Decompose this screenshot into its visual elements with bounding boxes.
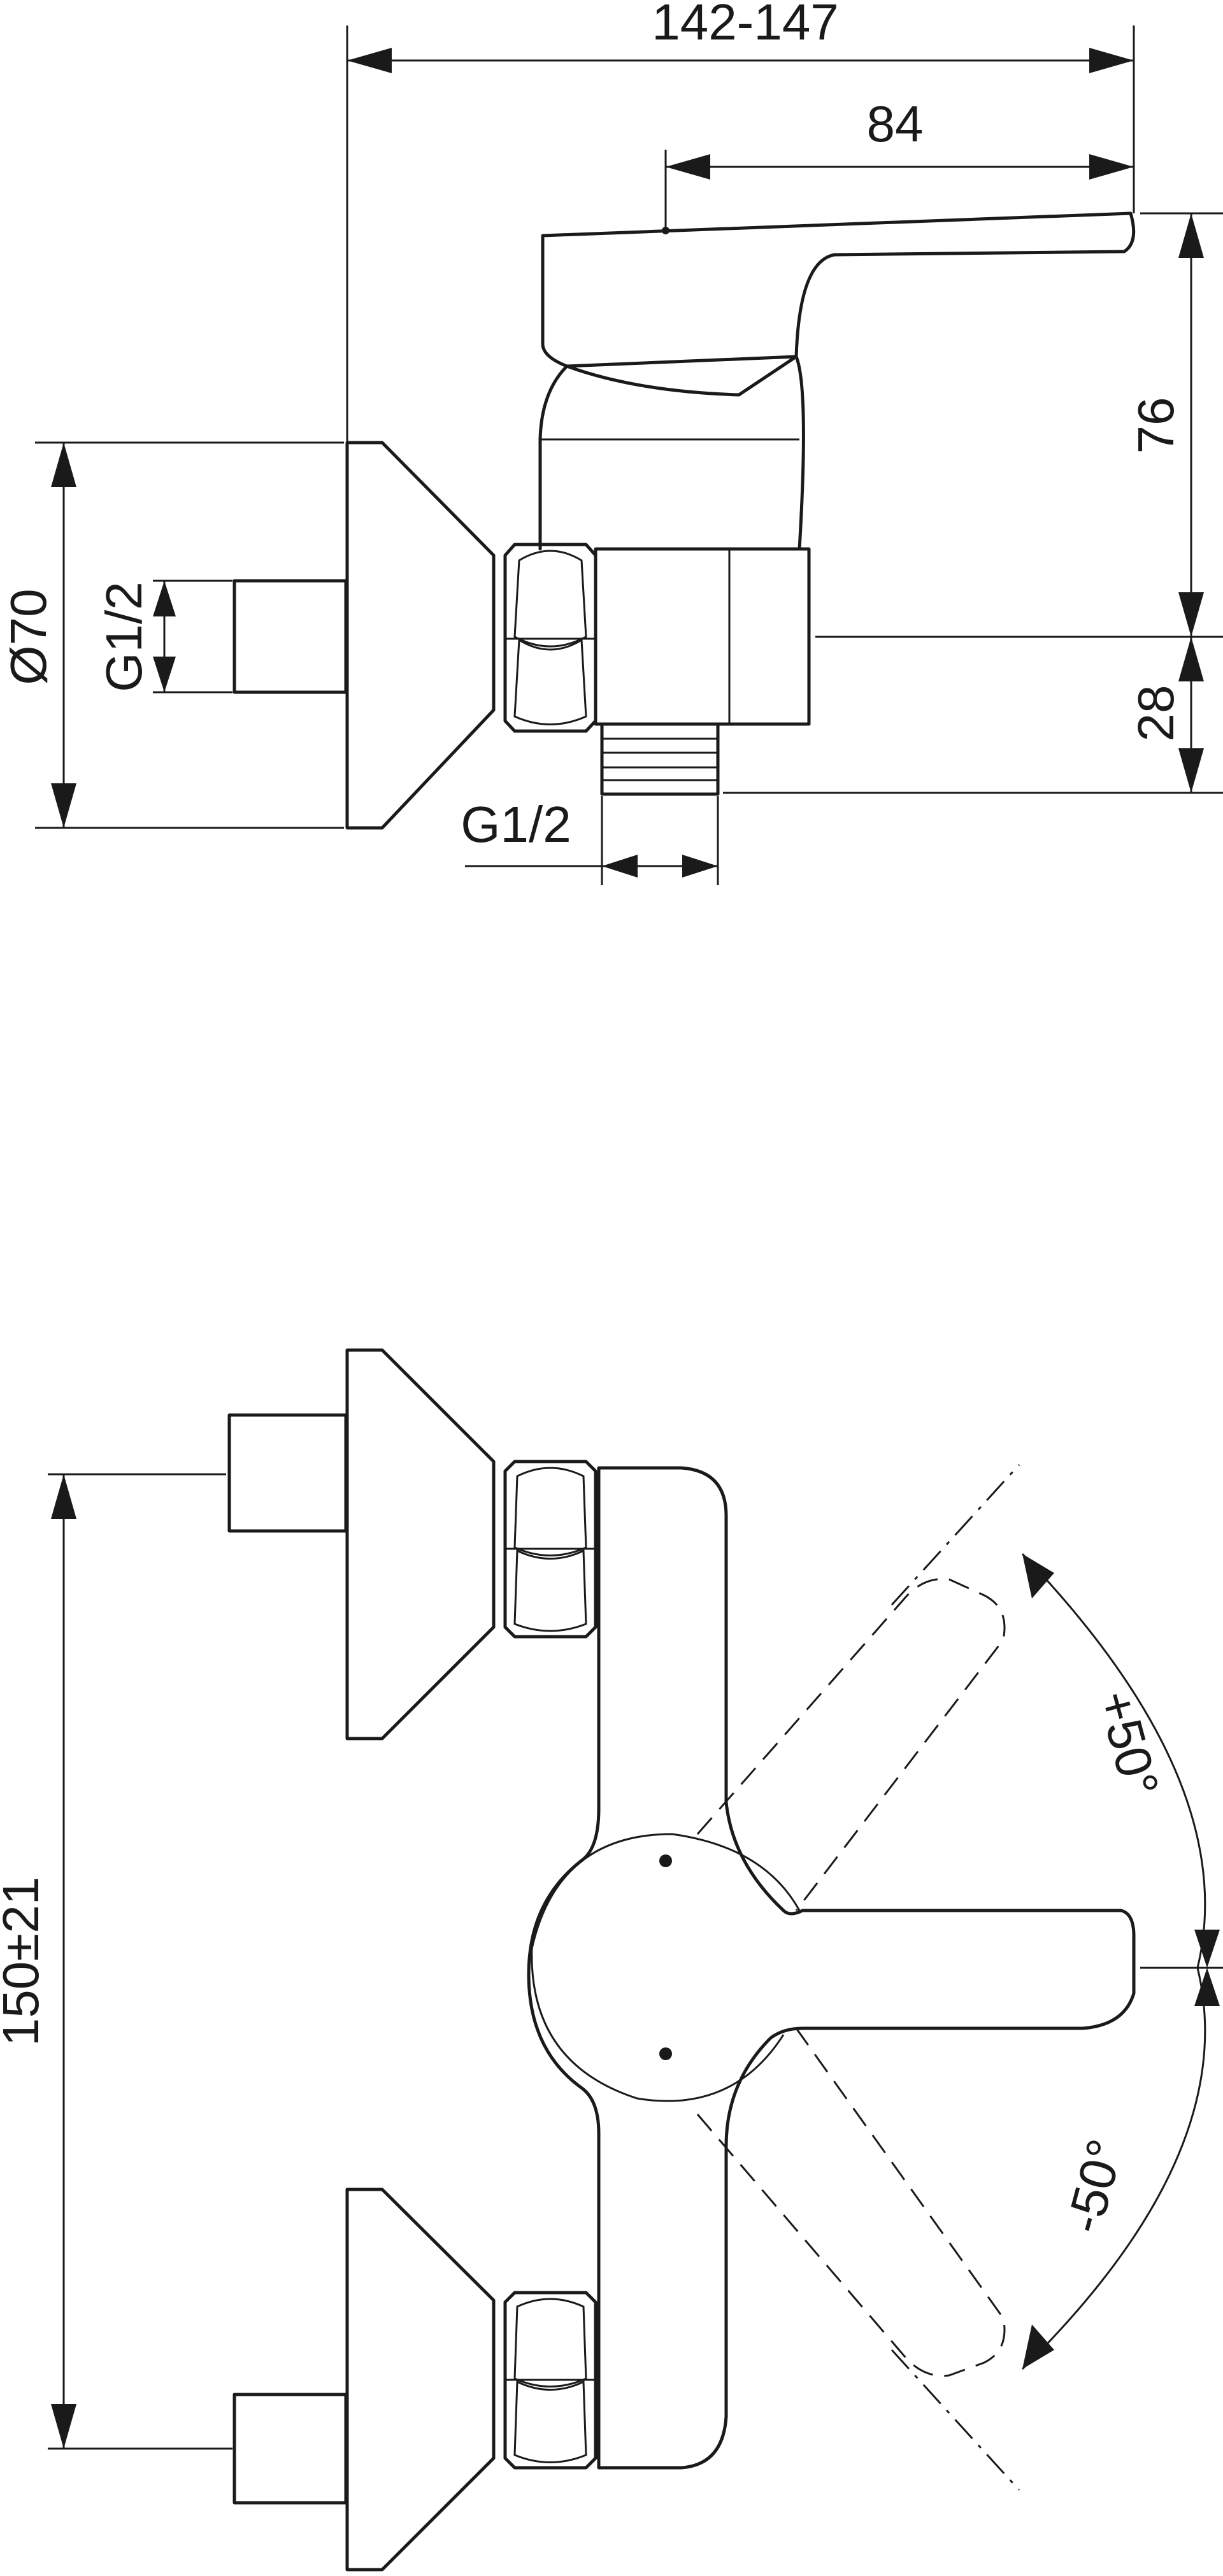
lever-position-down (696, 2028, 1006, 2377)
angle-arc (1021, 1553, 1206, 2370)
dim-outlet-thread: G1/2 (461, 796, 571, 853)
front-view: +50° -50° 150±21 (0, 1348, 1223, 2572)
angle-up-label: +50° (1087, 1684, 1169, 1802)
dim-height-top: 76 (1127, 397, 1184, 454)
front-inlet-pipe-bottom (232, 2393, 348, 2505)
side-inlet-pipe (232, 579, 348, 694)
side-mixer-body (594, 547, 811, 726)
dim-height-bottom: 28 (1127, 685, 1184, 742)
front-hub (531, 1833, 801, 2102)
front-inlet-pipe-top (227, 1413, 348, 1533)
dim-diameter: Ø70 (0, 588, 57, 685)
lever-position-up (696, 1577, 1006, 1911)
dim-inlet-thread: G1/2 (96, 581, 152, 692)
side-outlet-thread (600, 722, 720, 796)
front-rosette-bottom (345, 2188, 496, 2572)
side-rosette (345, 441, 496, 830)
dim-handle-length: 84 (867, 96, 924, 152)
side-cartridge (538, 355, 805, 551)
angle-down-label: -50° (1055, 2133, 1134, 2239)
side-lever (541, 211, 1136, 397)
side-view: 142-147 84 76 28 Ø70 G1/2 (0, 0, 1223, 885)
front-rosette-top (345, 1348, 496, 1740)
front-mixer-body (527, 1466, 1136, 2470)
front-nut-bottom (503, 2291, 597, 2470)
front-nut-top (503, 1460, 597, 1639)
side-nut (503, 543, 597, 733)
dim-center-distance: 150±21 (0, 1877, 49, 2046)
dim-total-length: 142-147 (652, 0, 839, 50)
